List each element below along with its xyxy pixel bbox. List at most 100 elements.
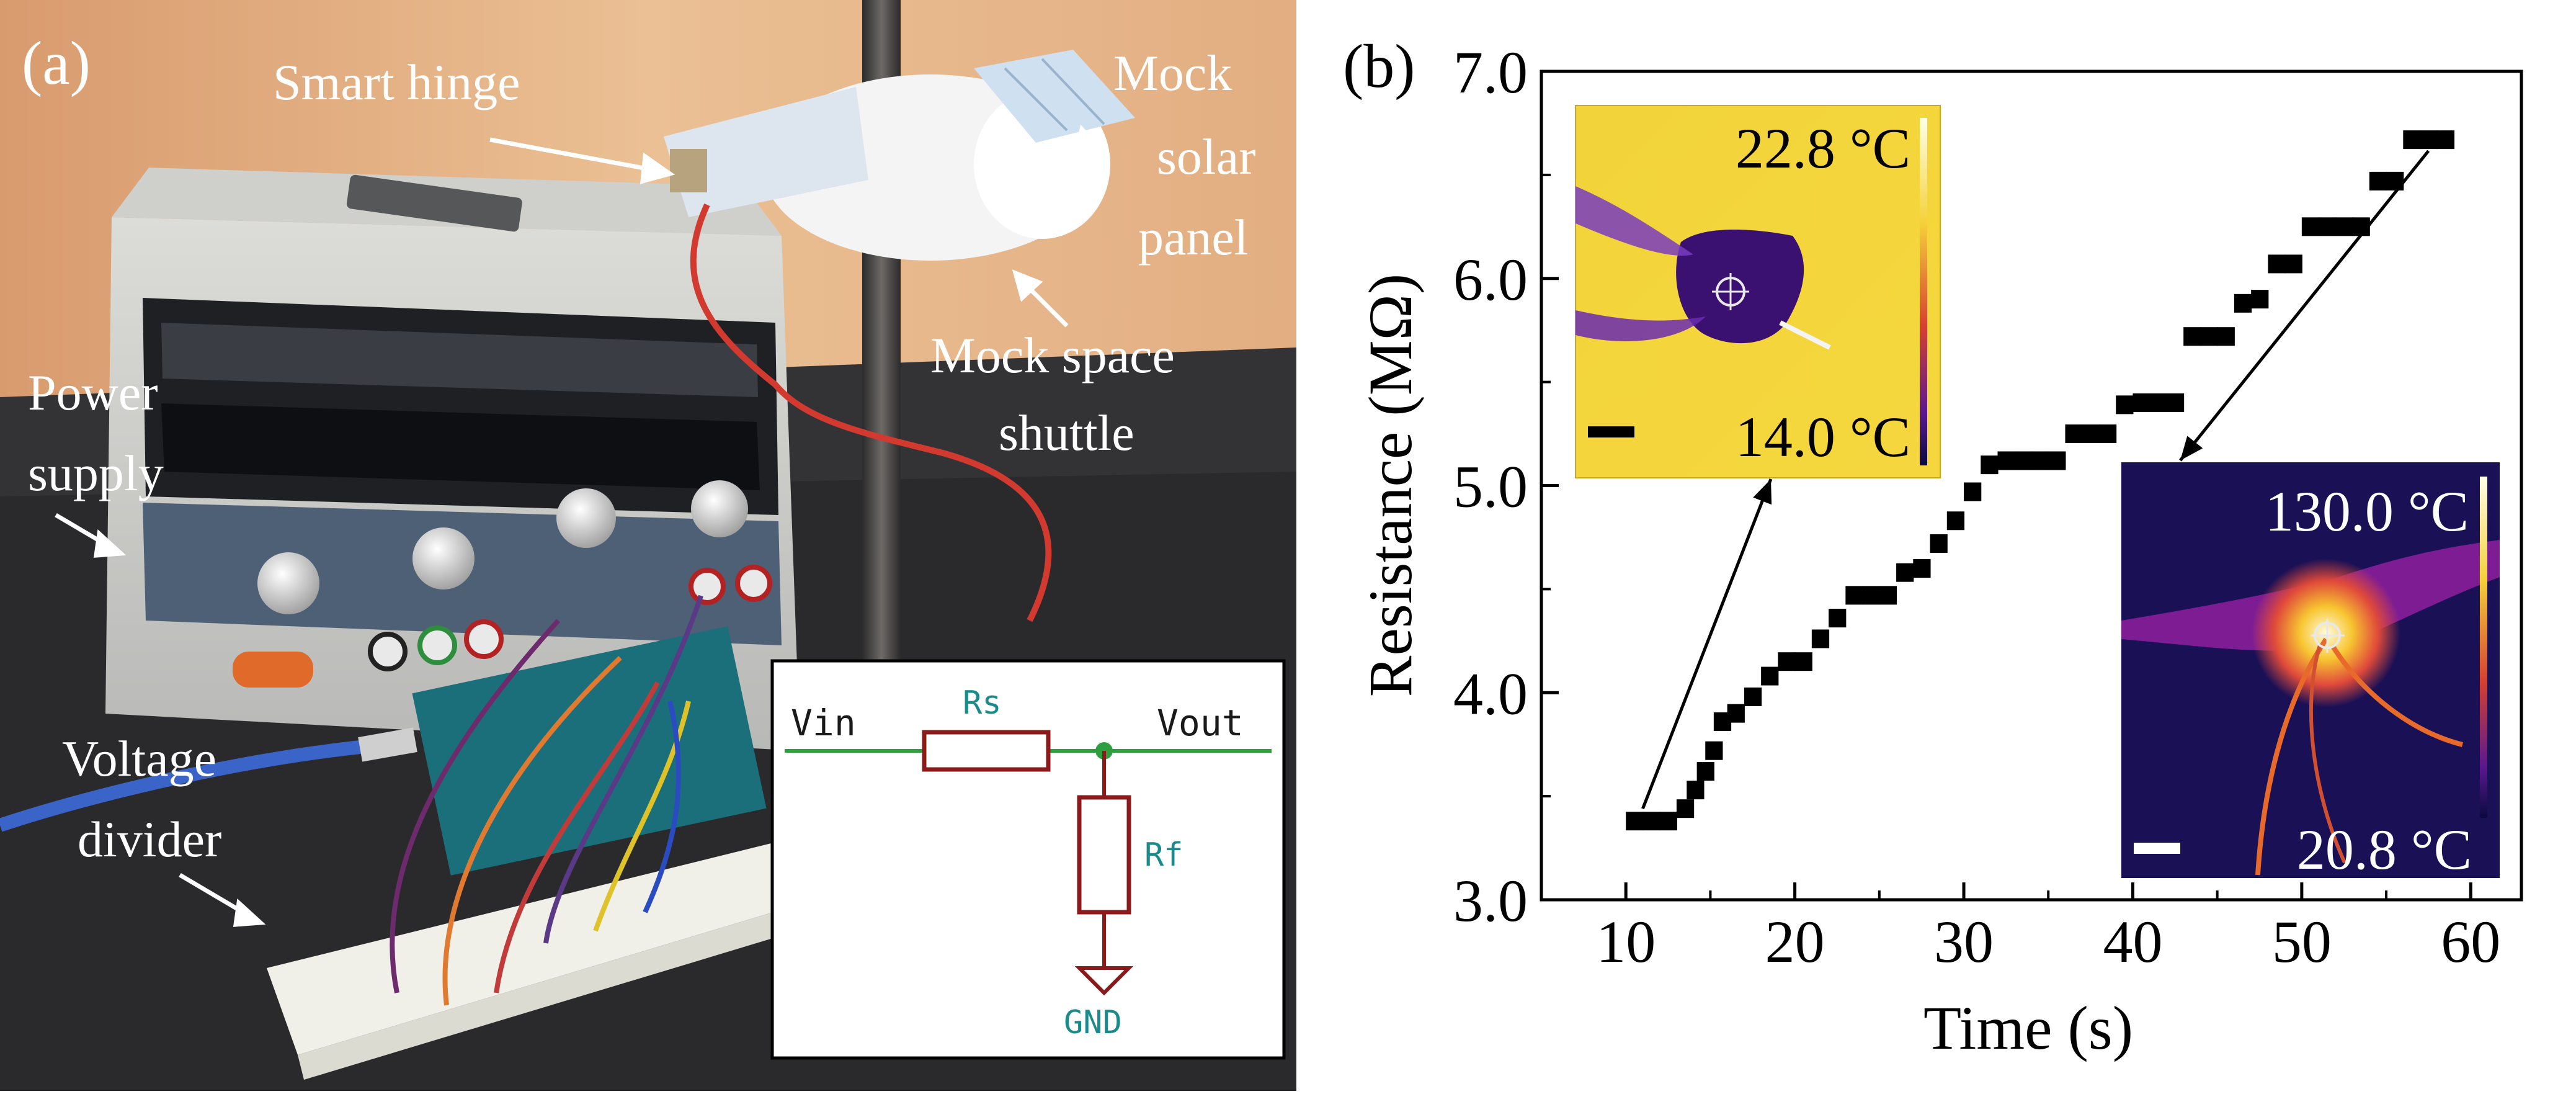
x-tick-label: 30 [1934,908,1994,975]
inset-low-scale-bar [1588,426,1634,437]
data-point [1964,482,1982,501]
vin-label: Vin [791,702,856,744]
y-tick-label: 6.0 [1453,246,1528,313]
data-point [1727,704,1745,723]
resistor-rs [922,730,1051,772]
x-tick-label: 50 [2272,908,2332,975]
data-point [1761,666,1779,686]
data-point [1930,534,1948,553]
thermal-inset-high: 130.0 °C 20.8 °C [2121,462,2500,881]
data-point [2065,424,2083,444]
thermal-inset-low: 22.8 °C 14.0 °C [1575,105,1941,478]
x-tick-label: 20 [1765,908,1825,975]
data-point [1862,586,1880,605]
data-point [1845,586,1863,605]
data-point [1997,451,2015,470]
mock-solar-panel-label-line1: Mock [1113,45,1232,101]
data-point [2149,393,2167,412]
data-point [1879,586,1897,605]
data-point [1744,687,1762,706]
data-point [1946,511,1965,531]
pointer-arrowhead [1753,479,1772,505]
inset-low-min-temp: 14.0 °C [1736,405,1910,469]
data-point [2420,130,2438,150]
mock-solar-panel-model [974,50,1135,143]
voltage-divider-label-line2: divider [78,811,221,868]
panel-b-label: (b) [1343,32,1415,101]
x-tick-label: 10 [1596,908,1656,975]
rf-label: Rf [1144,836,1183,874]
data-point [2369,171,2387,191]
gnd-label: GND [1064,1004,1122,1041]
data-point [2234,294,2252,313]
inset-low-max-temp: 22.8 °C [1736,117,1910,180]
data-point [1696,762,1714,781]
data-point [2082,424,2100,444]
resistance-series [1626,130,2455,831]
ground-symbol [1074,966,1134,996]
rs-label: Rs [963,684,1002,722]
inset-high-min-temp: 20.8 °C [2297,818,2472,881]
data-point [2031,451,2049,470]
panel-a-label: (a) [22,29,91,97]
inset-high-scale-bar [2134,843,2180,854]
power-supply-label-line1: Power [28,364,158,421]
mock-space-shuttle-label-line2: shuttle [999,405,1134,461]
data-point [1829,609,1847,628]
x-axis-label: Time (s) [1923,993,2133,1062]
data-point [2386,171,2404,191]
axis-ticks [1540,69,2472,902]
data-point [1642,812,1660,831]
data-point [2133,393,2150,412]
y-tick-label: 4.0 [1453,660,1528,727]
data-point [2251,290,2269,309]
y-tick-labels: 3.0 4.0 5.0 6.0 7.0 [1453,39,1528,934]
data-point [2335,217,2353,236]
mock-space-shuttle-label-line1: Mock space [930,327,1175,383]
data-point [1705,741,1723,760]
usb-cable [0,738,385,832]
data-point [1896,563,1914,582]
data-point [2403,130,2421,150]
y-tick-label: 7.0 [1453,39,1528,105]
power-supply-unit [105,168,800,751]
inset-high-max-temp: 130.0 °C [2265,480,2469,543]
pointer-arrowhead [2180,436,2203,460]
vout-label: Vout [1157,702,1244,744]
data-point [2217,327,2235,346]
inset-pointer-arrows [1641,150,2430,810]
data-point [2098,424,2117,444]
red-wire [690,203,1052,622]
data-point [2284,254,2302,274]
data-point [2048,451,2066,470]
data-point [1811,629,1830,648]
smart-hinge-label: Smart hinge [273,54,520,110]
voltage-divider-schematic: Vin Vout Rs Rf GND [770,659,1286,1060]
panel-a-photo: (a) Smart hinge Mock solar panel Mock sp… [0,0,1296,1091]
x-tick-label: 40 [2103,908,2162,975]
data-point [1626,812,1644,831]
power-supply-label-line2: supply [28,445,164,501]
data-point [2183,327,2201,346]
data-point [2200,327,2218,346]
data-point [1687,781,1705,800]
data-point [2166,393,2185,412]
mock-solar-panel-label-line2: solar [1157,128,1255,185]
data-point [2014,451,2032,470]
data-point [1676,799,1695,818]
experimental-setup-photo: (a) Smart hinge Mock solar panel Mock sp… [0,0,1296,1091]
data-point [1794,652,1812,671]
mock-solar-panel-label-line3: panel [1138,209,1249,266]
y-tick-label: 5.0 [1453,454,1528,520]
pointer-arrow [1641,478,1773,810]
y-tick-label: 3.0 [1453,868,1528,934]
data-point [2319,217,2337,236]
pointer-arrow [2179,150,2430,462]
data-point [2268,254,2286,274]
data-point [1778,652,1796,671]
data-point [2436,130,2455,150]
annotation-arrows [55,124,1102,927]
